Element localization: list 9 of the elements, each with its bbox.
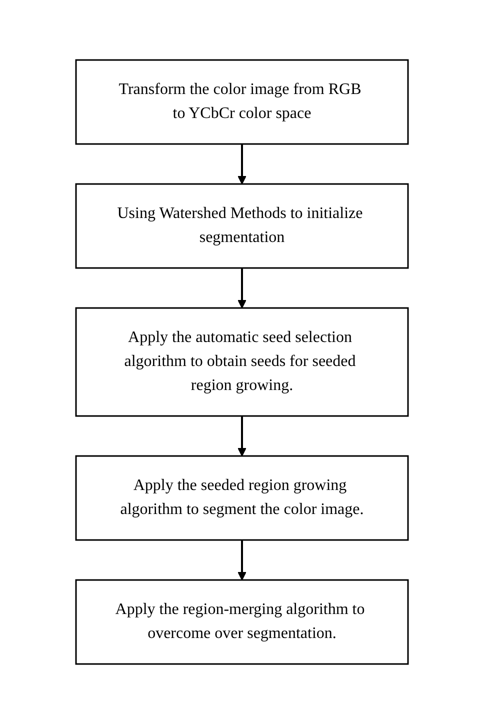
arrow <box>237 416 246 456</box>
node-box: Apply the region-merging algorithm to overcome over segmentation. <box>74 578 408 664</box>
arrow <box>237 540 246 580</box>
node-box: Apply the automatic seed selection algorithm to obtain seeds for seeded region growing. <box>74 306 408 416</box>
node-box: Apply the seeded region growing algorithm to segment the color image. <box>74 454 408 540</box>
arrow <box>237 268 246 308</box>
node-box: Using Watershed Methods to initialize segmentation <box>74 182 408 268</box>
node-box: Transform the color image from RGB to YCbCr color space <box>74 58 408 144</box>
arrow <box>237 144 246 184</box>
